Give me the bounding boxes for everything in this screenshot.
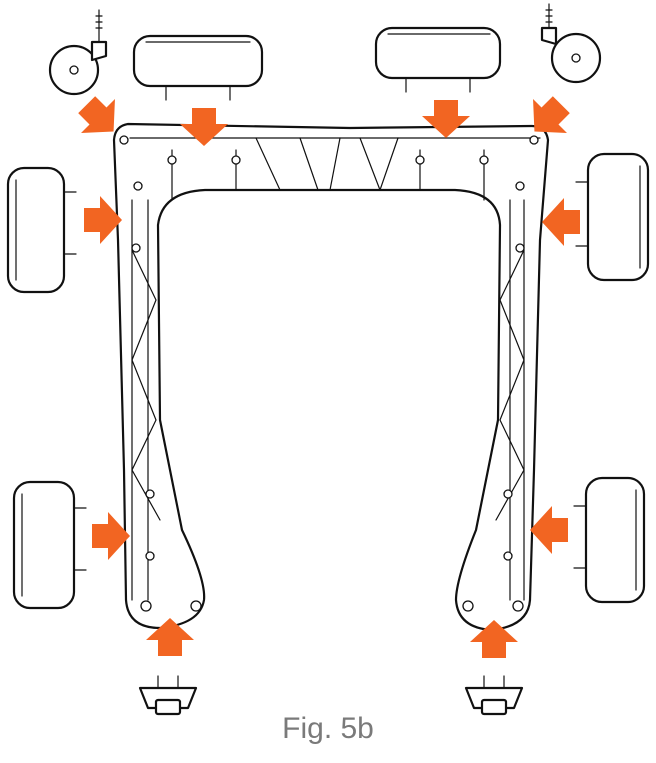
foot-pad-icon bbox=[374, 26, 502, 93]
caster-wheel-icon bbox=[48, 9, 108, 96]
foot-pad-icon bbox=[575, 152, 650, 282]
arrow-icon bbox=[530, 506, 568, 554]
foot-pad-icon bbox=[573, 476, 646, 604]
leveling-foot-icon bbox=[464, 675, 524, 716]
figure-caption: Fig. 5b bbox=[282, 712, 374, 745]
foot-pad-icon bbox=[132, 34, 264, 101]
arrow-icon bbox=[542, 198, 580, 246]
caster-wheel-icon bbox=[540, 3, 602, 84]
foot-pad-icon bbox=[6, 166, 77, 294]
u-frame-icon bbox=[112, 122, 550, 632]
leveling-foot-icon bbox=[138, 675, 198, 716]
foot-pad-icon bbox=[12, 480, 87, 610]
